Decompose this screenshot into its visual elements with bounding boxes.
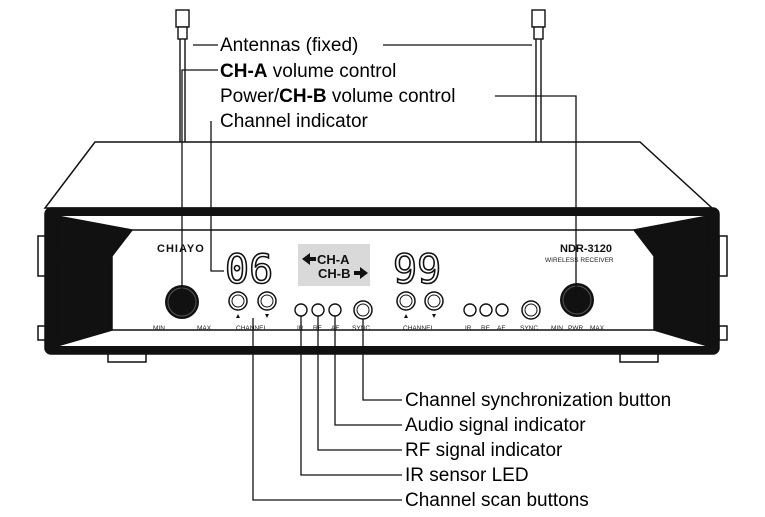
callout-audio-signal-indicator: Audio signal indicator [405,415,586,436]
channel-right-label: CHANNEL [403,325,434,332]
arrow-left-icon [302,253,316,265]
knob-left-min-label: MIN [153,325,165,332]
ir-led-a [294,303,308,317]
callout-channel-scan-buttons: Channel scan buttons [405,490,589,511]
ir-right-label: IR [465,325,472,332]
callout-rf-signal-indicator: RF signal indicator [405,440,563,461]
channel-left-label: CHANNEL [236,325,267,332]
af-led-b [495,303,509,317]
leader-lines-top [181,44,577,300]
brand-logo: CHIAYO [157,243,205,255]
channel-up-button-a[interactable] [228,291,248,311]
callout-channel-sync-button: Channel synchronization button [405,390,671,411]
af-led-a [328,303,342,317]
channel-label-box [298,244,370,286]
channel-down-button-a[interactable] [257,291,277,311]
rf-right-label: RF [481,325,490,332]
knob-right-max-label: MAX [590,325,605,332]
callout-ir-sensor-led: IR sensor LED [405,465,529,486]
callout-cha-volume: CH-A volume control [220,61,396,82]
rf-led-a [311,303,325,317]
knob-right-pwr-label: PWR [568,325,583,332]
callout-antennas: Antennas (fixed) [220,35,358,56]
rf-led-b [479,303,493,317]
knob-left-max-label: MAX [197,325,212,332]
rf-left-label: RF [313,325,322,332]
arrow-right-icon [354,267,368,279]
sync-right-label: SYNC [520,325,538,332]
sync-button-b[interactable] [521,300,541,320]
display-a: 06 [225,247,273,293]
channel-down-button-b[interactable] [424,291,444,311]
display-b: 99 [393,247,441,293]
power-chb-volume-knob[interactable] [560,283,594,317]
af-right-label: AF [497,325,505,332]
receiver-body [37,141,728,363]
model-subtitle: WIRELESS RECEIVER [545,257,614,264]
ch-b-label: CH-B [318,266,351,281]
channel-up-button-b[interactable] [396,291,416,311]
down-triangle-icon [265,314,269,318]
knob-right-min-label: MIN [551,325,563,332]
sync-left-label: SYNC [352,325,370,332]
antenna-right [531,9,546,142]
down-triangle-icon [432,314,436,318]
callout-power-chb-volume: Power/CH-B volume control [220,86,455,107]
up-triangle-icon [236,314,240,318]
up-triangle-icon [404,314,408,318]
sync-button-a[interactable] [353,300,373,320]
callout-channel-indicator: Channel indicator [220,111,369,132]
model-number: NDR-3120 [560,243,612,255]
antenna-left [175,9,190,142]
ch-a-label: CH-A [317,252,350,267]
ir-led-b [463,303,477,317]
leader-lines-bottom [252,316,402,501]
